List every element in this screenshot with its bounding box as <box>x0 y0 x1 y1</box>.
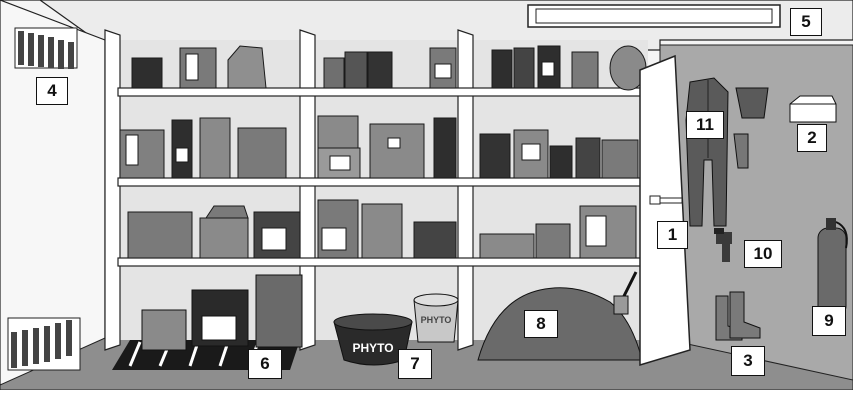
label-6: 6 <box>248 349 282 379</box>
ceiling-light <box>528 5 780 27</box>
first-aid-box <box>790 96 836 122</box>
label-7: 7 <box>398 349 432 379</box>
upper-vent <box>15 28 77 69</box>
label-11: 11 <box>686 111 724 139</box>
fire-extinguisher <box>818 218 847 316</box>
label-4: 4 <box>36 77 68 105</box>
label-5: 5 <box>790 8 822 36</box>
label-10: 10 <box>744 240 782 268</box>
bucket-label: PHYTO <box>421 315 452 325</box>
label-8: 8 <box>524 310 558 338</box>
label-2: 2 <box>797 124 827 152</box>
label-9: 9 <box>812 306 846 336</box>
face-shield <box>736 88 768 118</box>
label-1: 1 <box>657 221 688 249</box>
lower-vent <box>8 318 80 370</box>
bowl-label: PHYTO <box>352 341 393 355</box>
phyto-bucket: PHYTO <box>414 294 458 342</box>
label-3: 3 <box>731 346 765 376</box>
